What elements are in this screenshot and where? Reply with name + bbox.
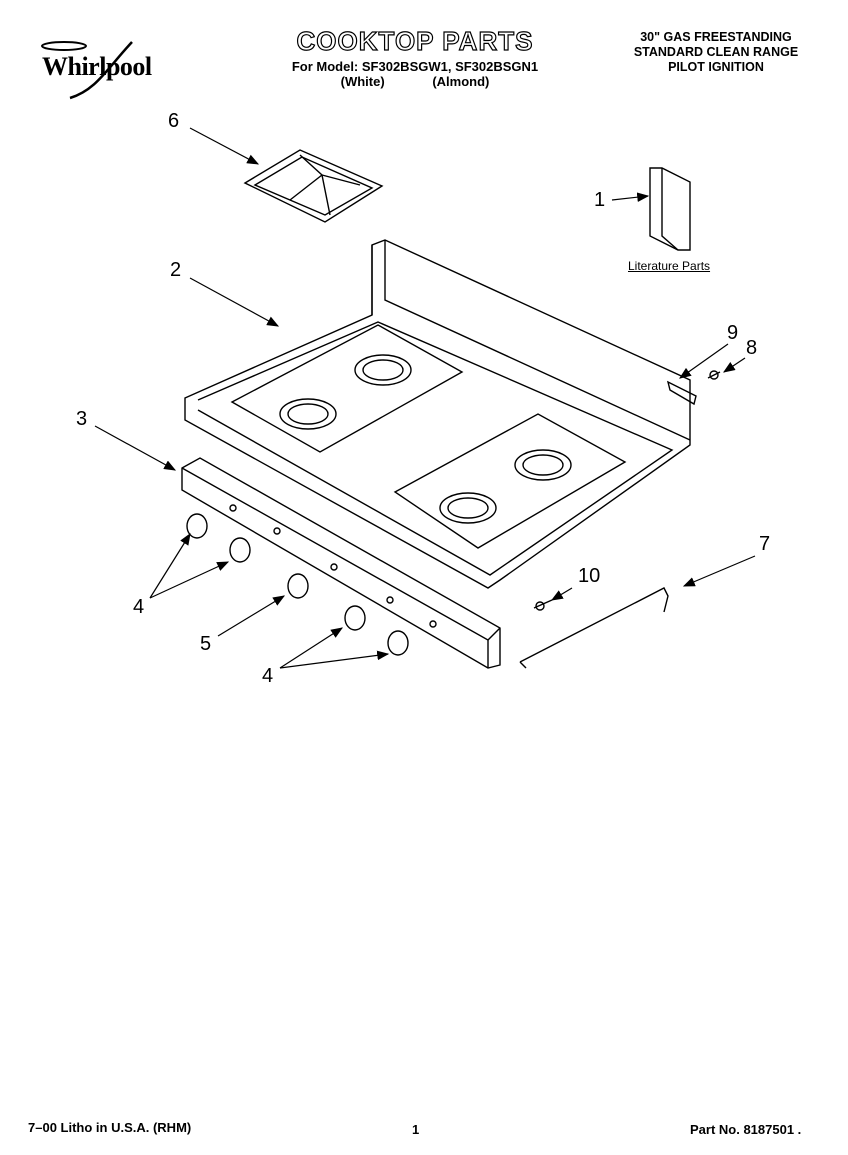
callout-1: 1 [594,189,606,211]
range-type-line-2: STANDARD CLEAN RANGE [633,45,799,59]
literature-parts-label: Literature Parts [628,259,711,273]
literature-parts-booklet [649,167,691,251]
callout-2: 2 [170,259,182,281]
callout-8: 8 [746,337,758,359]
cooktop [184,239,691,589]
callout-6: 6 [168,110,180,132]
footer-part-number: Part No. 8187501 . [690,1122,802,1137]
footer-page-number: 1 [412,1122,420,1137]
whirlpool-logo: Whirlpool [36,40,176,102]
burner-grate [243,149,384,223]
control-knobs [186,513,409,656]
range-type-line-1: 30" GAS FREESTANDING [640,30,792,44]
whirlpool-swirl-icon [41,41,133,100]
model-line: For Model: SF302BSGW1, SF302BSGN1 [291,59,539,74]
callout-9: 9 [727,322,739,344]
page-title: COOKTOP PARTS [296,25,534,56]
control-panel [181,457,501,669]
callout-4-lower: 4 [262,665,274,687]
variant-white: (White) [340,74,385,89]
callout-4-upper: 4 [133,596,145,618]
callout-3: 3 [76,408,88,430]
callout-10: 10 [578,565,601,587]
brand-name: Whirlpool [42,52,152,81]
callout-5: 5 [200,633,212,655]
variant-almond: (Almond) [432,74,490,89]
pilot-bracket [666,370,721,406]
range-description: 30" GAS FREESTANDING STANDARD CLEAN RANG… [598,30,834,75]
callout-7: 7 [759,533,771,555]
range-type-line-3: PILOT IGNITION [668,60,764,74]
screw-10 [533,599,553,611]
footer-print-info: 7–00 Litho in U.S.A. (RHM) [28,1120,192,1135]
support-wire [519,587,669,669]
title-block: COOKTOP PARTS For Model: SF302BSGW1, SF3… [250,25,580,89]
variant-line: (White) (Almond) [250,74,580,89]
